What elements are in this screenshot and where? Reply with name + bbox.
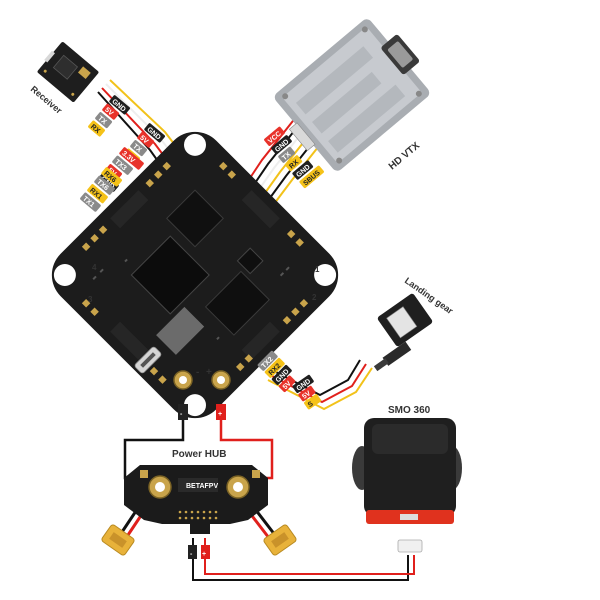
hd-vtx-label: HD VTX (387, 140, 422, 172)
hd-vtx-module (274, 19, 430, 171)
motor-number-2: 2 (312, 293, 317, 302)
vtx-wire-tag-tx: TX (281, 151, 293, 162)
receiver-side-tag-bg-1 (137, 131, 155, 148)
landing-gear-wire-tag-5v: 5V (301, 390, 312, 401)
xt-connector-right (263, 524, 297, 556)
vtx-wire-tag-rx: RX (288, 159, 300, 171)
receiver-wire-tag-rx: RX (89, 123, 101, 135)
fc-positive-pad-label: + (206, 367, 212, 378)
fc-left-a-tag-bg-3 (98, 172, 119, 192)
fc-left-a-tag-bg-2 (105, 164, 123, 181)
motor-number-3: 3 (88, 295, 93, 304)
receiver-wire-tag-bg-2 (95, 112, 113, 129)
fc-bottom-right-tag-5v: 5V (282, 380, 293, 391)
fc-bottom-right-tag-bg-2 (271, 364, 292, 385)
fc-left-b-tag-bg-1 (94, 175, 115, 195)
motor-number-1: 1 (315, 265, 320, 274)
svg-text:+: + (202, 551, 206, 558)
smo360-label: SMO 360 (388, 405, 431, 416)
landing-gear-wire-tag-bg-1 (298, 385, 316, 402)
receiver-side-tag-tx: TX (131, 143, 143, 154)
receiver-side-tag-bg-2 (130, 140, 148, 157)
fc-left-b-tag-bg-0 (101, 167, 122, 187)
landing-gear-wire-tag-s: S (307, 400, 315, 409)
receiver-side-tag-5v: 5V (138, 135, 149, 146)
vtx-wire-tag-bg-0 (264, 126, 285, 146)
svg-text:-: - (180, 411, 183, 418)
receiver-wire-tag-5v: 5V (103, 107, 114, 118)
receiver-module (37, 42, 99, 102)
flight-controller (51, 131, 339, 419)
power-hub-board (124, 465, 268, 534)
fc-negative-pad-label: - (196, 367, 199, 378)
fc-left-a-tag-bg-1 (112, 155, 133, 175)
fc-left-a-tag-bg-0 (119, 147, 144, 170)
fc-bottom-right-tag-bg-0 (257, 350, 278, 371)
motor-number-4: 4 (92, 263, 97, 272)
landing-gear-servo (373, 293, 433, 372)
xt-connector-left (101, 524, 135, 556)
receiver-wire-tag-bg-3 (88, 120, 105, 137)
power-lead-markers: - + (178, 404, 226, 420)
fc-bottom-right-tag-bg-3 (278, 375, 296, 393)
receiver-wire-tag-tx: TX (96, 115, 108, 126)
power-hub-label: Power HUB (172, 449, 226, 460)
vtx-wire-tag-bg-2 (278, 146, 296, 163)
receiver-side-tag-bg-0 (144, 123, 165, 143)
fc-left-b-tag-bg-2 (87, 184, 108, 204)
svg-text:+: + (218, 411, 222, 418)
vtx-wire-tag-bg-3 (285, 155, 303, 172)
power-hub-brand: BETAFPV (186, 483, 218, 490)
fc-bottom-right-tag-bg-1 (264, 357, 285, 378)
camera-lead-markers: - + (188, 545, 210, 559)
svg-text:-: - (190, 551, 193, 558)
smo360-camera (352, 418, 462, 553)
usb-port (134, 346, 162, 374)
landing-gear-wire-tag-bg-0 (292, 374, 314, 394)
receiver-wire-tag-bg-0 (109, 95, 130, 115)
vtx-wire-tag-bg-4 (292, 160, 314, 180)
fc-power-pads (173, 370, 231, 390)
landing-gear-wire-tag-bg-2 (304, 394, 322, 410)
receiver-wire-tag-bg-1 (102, 103, 120, 120)
vtx-wire-tag-bg-5 (299, 165, 324, 189)
fc-left-b-tag-bg-3 (80, 192, 101, 212)
camera-power-leads (192, 538, 415, 581)
vtx-wire-tag-bg-1 (271, 135, 292, 155)
